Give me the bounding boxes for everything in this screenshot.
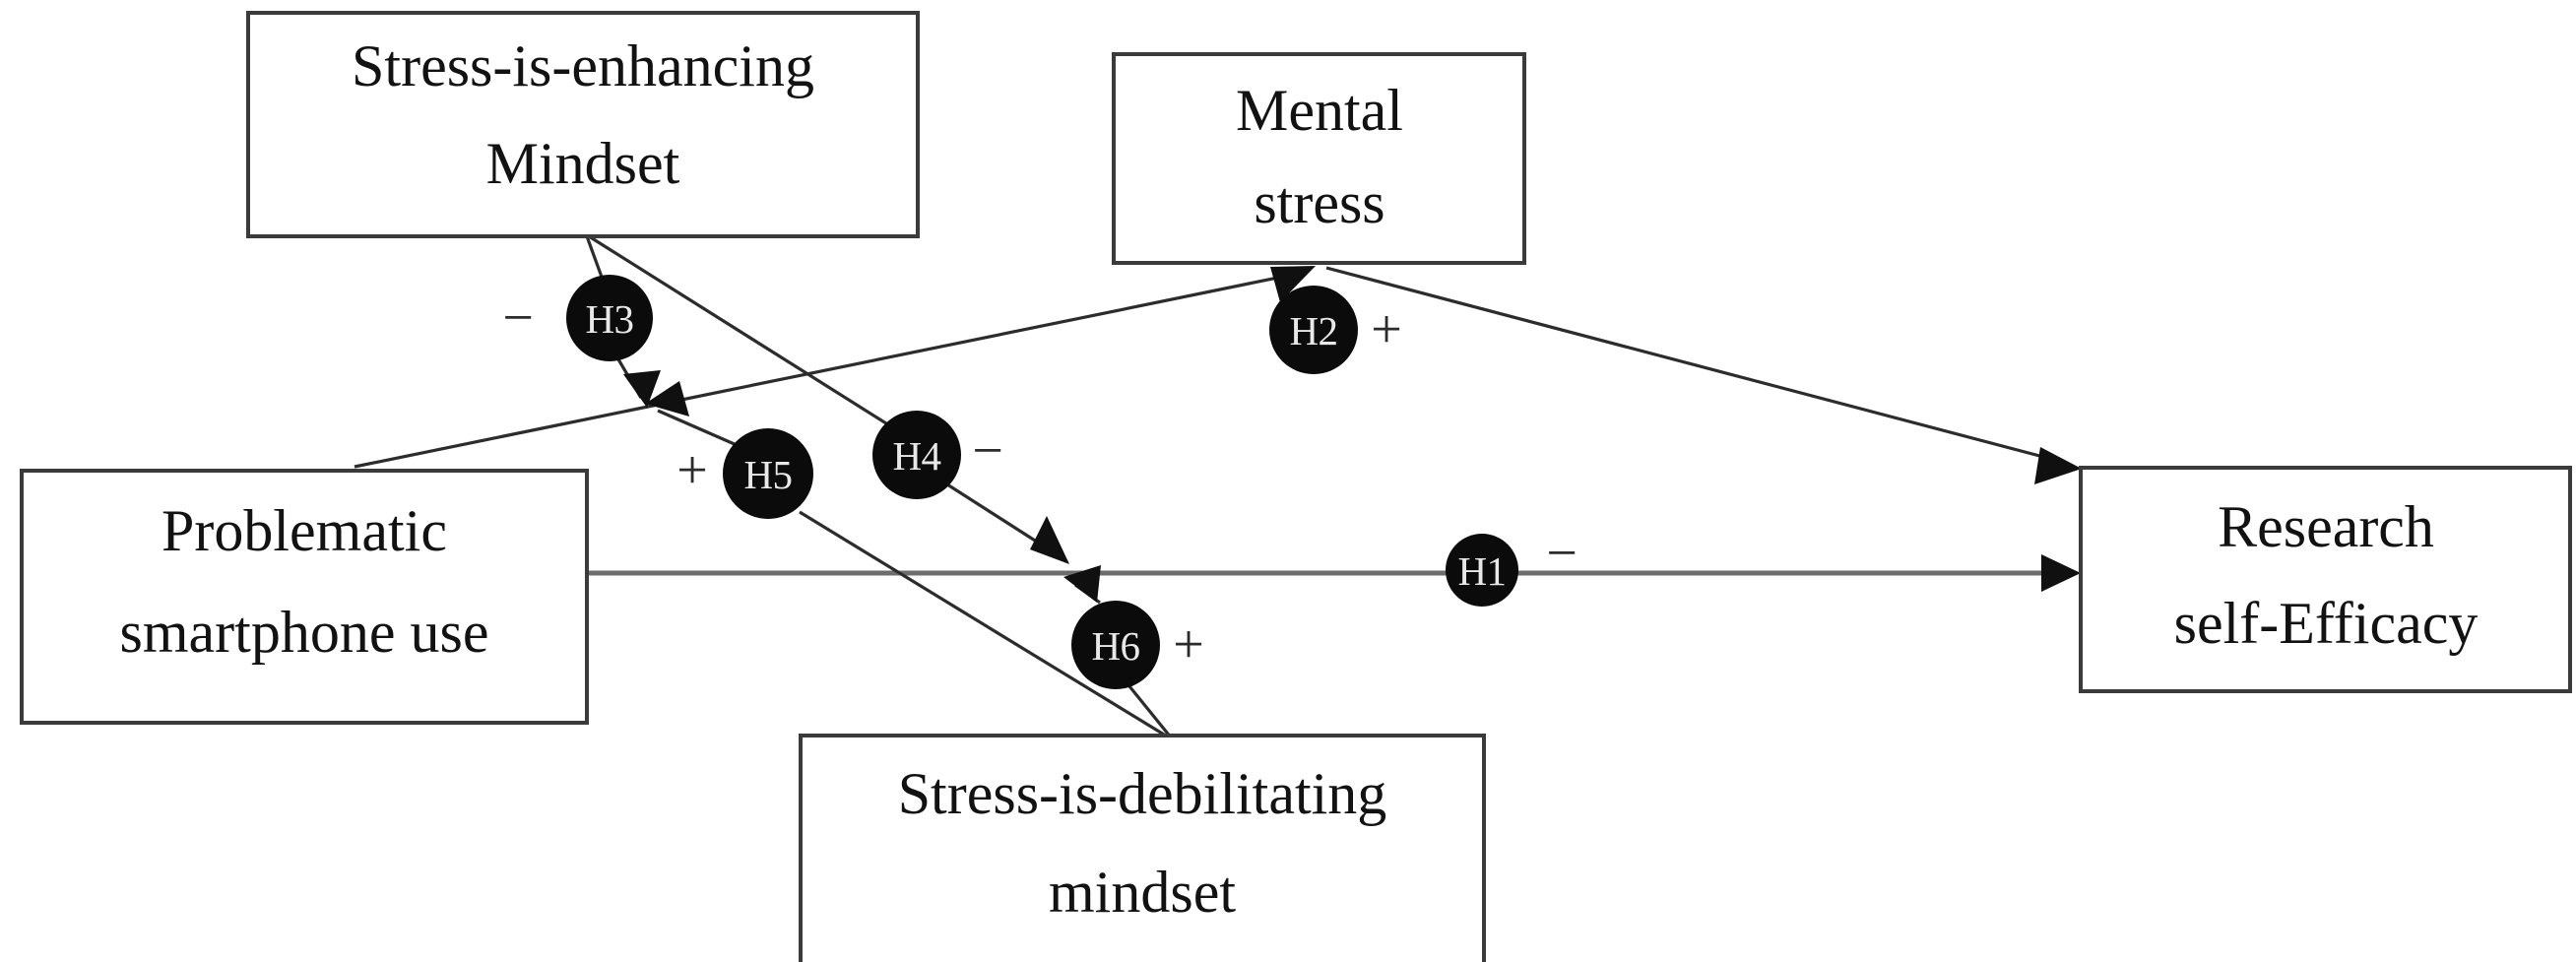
hypothesis-node-h4[interactable]: H4 — [872, 411, 961, 499]
moderator-sie-h4 — [588, 234, 1069, 564]
edge-psu-to-rse — [587, 554, 2081, 592]
hypothesis-node-h3[interactable]: H3 — [566, 275, 653, 361]
mental-stress-box[interactable]: Mental stress — [1112, 52, 1526, 265]
moderator-sie-h3 — [585, 235, 661, 408]
hypothesis-label-h2: H2 — [1289, 308, 1337, 353]
sid-label-line1: Stress-is-debilitating — [898, 761, 1387, 826]
problematic-smartphone-use-box[interactable]: Problematic smartphone use — [20, 469, 589, 725]
hypothesis-sign-h6: + — [1173, 614, 1204, 675]
hypothesis-label-h4: H4 — [892, 433, 940, 479]
stress-is-debilitating-mindset-box[interactable]: Stress-is-debilitating mindset — [799, 734, 1486, 962]
hypothesis-sign-h5: + — [676, 440, 708, 501]
stress-is-enhancing-mindset-box[interactable]: Stress-is-enhancing Mindset — [246, 11, 920, 238]
hypothesis-label-h1: H1 — [1457, 548, 1506, 594]
rse-label-line1: Research — [2218, 494, 2434, 559]
hypothesis-sign-h2: + — [1371, 299, 1402, 360]
psu-label-line1: Problematic — [161, 498, 447, 563]
sie-label-line1: Stress-is-enhancing — [352, 33, 814, 98]
edge-psu-to-mental-stress — [354, 266, 1316, 469]
rse-label-line2: self-Efficacy — [2174, 591, 2479, 656]
ms-label-line2: stress — [1254, 170, 1385, 235]
moderator-sid-h5 — [645, 381, 1188, 750]
hypothesis-sign-h4: − — [972, 420, 1003, 481]
hypothesis-node-h6[interactable]: H6 — [1071, 601, 1160, 689]
hypothesis-node-h1[interactable]: H1 — [1446, 534, 1518, 607]
ms-label-line1: Mental — [1236, 78, 1403, 143]
edge-mental-stress-to-rse — [1325, 266, 2082, 484]
hypothesis-node-h2[interactable]: H2 — [1269, 286, 1358, 374]
hypothesis-label-h3: H3 — [585, 296, 633, 342]
moderator-sid-h6 — [1063, 565, 1182, 750]
research-self-efficacy-box[interactable]: Research self-Efficacy — [2079, 466, 2572, 693]
psu-label-line2: smartphone use — [120, 600, 489, 665]
sie-label-line2: Mindset — [486, 131, 680, 196]
hypothesis-label-h6: H6 — [1091, 623, 1139, 669]
hypothesis-sign-h3: − — [502, 288, 534, 349]
hypothesis-node-h5[interactable]: H5 — [723, 428, 813, 519]
sid-label-line2: mindset — [1049, 860, 1236, 925]
hypothesis-label-h5: H5 — [743, 452, 792, 497]
hypothesis-sign-h1: − — [1546, 523, 1578, 584]
